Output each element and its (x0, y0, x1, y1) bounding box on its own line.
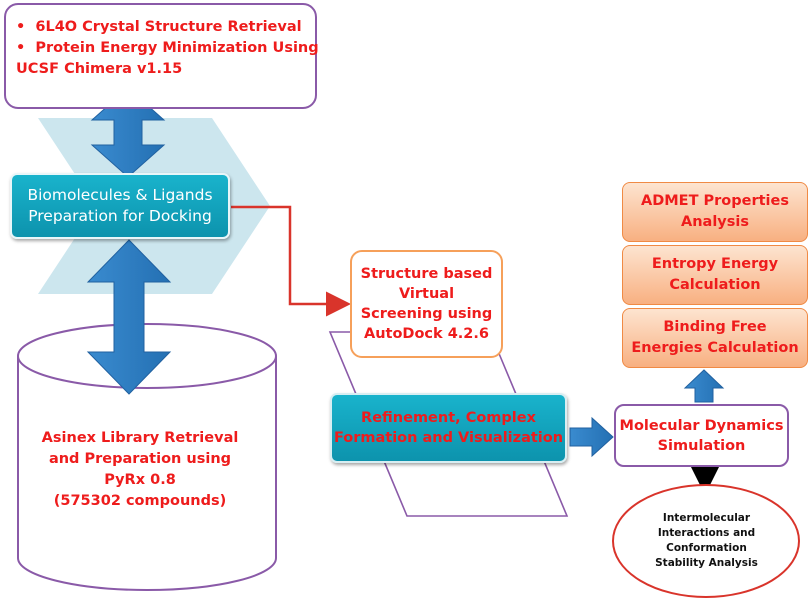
interactions-line: Intermolecular (662, 512, 751, 524)
bullet-continuation: UCSF Chimera v1.15 (16, 61, 183, 77)
library-text: Asinex Library Retrieval and Preparation… (16, 420, 264, 520)
bullet-item: • 6L4O Crystal Structure Retrieval (16, 19, 302, 35)
admet-line: ADMET Properties (640, 193, 789, 209)
library-line: and Preparation using (48, 451, 232, 467)
interactions-line: Stability Analysis (655, 557, 758, 569)
screening-line: Structure based (360, 266, 493, 282)
bullet-text: 6L4O Crystal Structure Retrieval (35, 19, 302, 35)
interactions-line: Interactions and (657, 527, 756, 539)
virtual-screening-box: Structure based Virtual Screening using … (350, 250, 503, 358)
arrow-md-to-binding (683, 369, 725, 403)
library-line: Asinex Library Retrieval (41, 430, 239, 446)
refinement-line: Formation and Visualization (333, 430, 564, 446)
bullet-text: Protein Energy Minimization Using (35, 40, 319, 56)
admet-line: Analysis (681, 214, 749, 230)
interactions-ellipse (612, 484, 800, 598)
interactions-text: Intermolecular Interactions and Conforma… (612, 484, 801, 598)
molecular-dynamics-box: Molecular Dynamics Simulation (614, 404, 789, 467)
entropy-box: Entropy Energy Calculation (622, 245, 808, 305)
bullet-item: • Protein Energy Minimization Using (16, 40, 319, 56)
preparation-box: Biomolecules & Ligands Preparation for D… (10, 173, 230, 239)
interactions-line: Conformation (666, 542, 747, 554)
refinement-box: Refinement, Complex Formation and Visual… (330, 393, 567, 463)
entropy-line: Calculation (669, 277, 761, 293)
refinement-line: Refinement, Complex (361, 410, 536, 426)
binding-line: Energies Calculation (631, 340, 799, 356)
binding-line: Binding Free (663, 319, 767, 335)
binding-energy-box: Binding Free Energies Calculation (622, 308, 808, 368)
screening-line: AutoDock 4.2.6 (363, 326, 489, 342)
prep-line: Preparation for Docking (28, 207, 212, 225)
prep-line: Biomolecules & Ligands (27, 186, 213, 204)
admet-box: ADMET Properties Analysis (622, 182, 808, 242)
arrow-refinement-to-md (569, 416, 614, 458)
screening-line: Virtual (398, 286, 455, 302)
entropy-line: Entropy Energy (651, 256, 779, 272)
connector-prep-to-screening (231, 205, 351, 317)
structure-retrieval-box: • 6L4O Crystal Structure Retrieval • Pro… (4, 3, 319, 109)
library-line: PyRx 0.8 (104, 472, 176, 488)
screening-line: Screening using (360, 306, 493, 322)
md-line: Molecular Dynamics (619, 417, 784, 434)
double-arrow-bottom-shape (86, 239, 172, 395)
md-line: Simulation (657, 437, 746, 454)
library-line: (575302 compounds) (53, 493, 227, 509)
